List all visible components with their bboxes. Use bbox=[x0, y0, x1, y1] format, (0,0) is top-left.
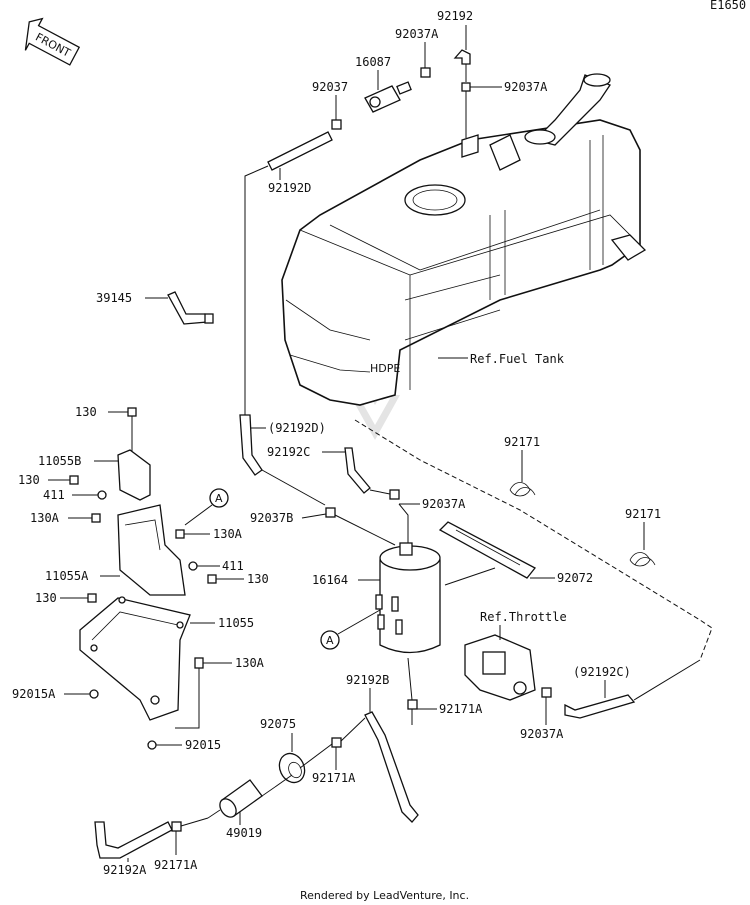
clamp-92171A-3 bbox=[171, 821, 182, 832]
throttle-body bbox=[464, 634, 536, 701]
callout-92015: 92015 bbox=[185, 738, 221, 752]
ref-marker-a-2: A bbox=[320, 630, 340, 650]
clamp-92037-top bbox=[331, 119, 342, 130]
clamp-92037A-bottom bbox=[541, 687, 552, 698]
clamp-92171A-1 bbox=[407, 699, 418, 710]
valve-16087 bbox=[364, 81, 412, 113]
callout-92192D: 92192D bbox=[268, 181, 311, 195]
callout-92192A: 92192A bbox=[103, 863, 147, 877]
hose-92192C bbox=[344, 447, 371, 494]
callout-92072: 92072 bbox=[557, 571, 593, 585]
callout-130A-1: 130A bbox=[30, 511, 60, 525]
clamp-92037B bbox=[325, 507, 336, 518]
callout-92015A: 92015A bbox=[12, 687, 56, 701]
hose-92192D-lower bbox=[239, 414, 263, 476]
bolt-130-1 bbox=[127, 407, 137, 417]
callout-49019: 49019 bbox=[226, 826, 262, 840]
bracket-92072 bbox=[438, 521, 536, 579]
bolt-130-2 bbox=[69, 475, 79, 485]
clamp-92171A-2 bbox=[331, 737, 342, 748]
callout-16087: 16087 bbox=[355, 55, 391, 69]
ref-marker-a-1: A bbox=[209, 488, 229, 508]
fuel-tank: HDPE bbox=[281, 73, 647, 406]
callout-92171A-1: 92171A bbox=[439, 702, 483, 716]
grommet-92015A bbox=[89, 689, 99, 699]
callout-92192D-paren: (92192D) bbox=[268, 421, 326, 435]
bracket-11055B bbox=[117, 449, 151, 501]
diagram-code: E1650 bbox=[710, 0, 746, 12]
footer-credit: Rendered by LeadVenture, Inc. bbox=[300, 889, 469, 902]
bracket-11055 bbox=[79, 597, 191, 721]
callout-130-4: 130 bbox=[35, 591, 57, 605]
bolt-130A-3 bbox=[194, 657, 204, 669]
bolt-130-4 bbox=[87, 593, 97, 603]
callout-130-1: 130 bbox=[75, 405, 97, 419]
callout-130A-3: 130A bbox=[235, 656, 265, 670]
callout-16164: 16164 bbox=[312, 573, 348, 587]
callout-411-1: 411 bbox=[43, 488, 65, 502]
callout-11055B: 11055B bbox=[38, 454, 81, 468]
clamp-92037A-right bbox=[461, 82, 471, 92]
washer-411-2 bbox=[188, 561, 198, 571]
filter-49019 bbox=[207, 779, 276, 819]
callout-39145: 39145 bbox=[96, 291, 132, 305]
callout-130A-2: 130A bbox=[213, 527, 243, 541]
damper-92075 bbox=[278, 752, 306, 784]
bolt-130A-2 bbox=[175, 529, 185, 539]
callout-92037A-right: 92037A bbox=[504, 80, 548, 94]
clamp-92037A-mid bbox=[389, 489, 400, 500]
bracket-11055A bbox=[117, 504, 186, 596]
svg-text:A: A bbox=[215, 492, 223, 505]
callout-92171-a: 92171 bbox=[504, 435, 540, 449]
hose-92192C-lower bbox=[564, 694, 636, 719]
clamp-92037A-top bbox=[420, 67, 431, 78]
callout-92075: 92075 bbox=[260, 717, 296, 731]
svg-text:HDPE: HDPE bbox=[370, 362, 400, 375]
callout-92037A-mid: 92037A bbox=[422, 497, 466, 511]
callout-92192C: 92192C bbox=[267, 445, 310, 459]
callout-130-3: 130 bbox=[247, 572, 269, 586]
callout-92037-top: 92037 bbox=[312, 80, 348, 94]
callout-92171A-3: 92171A bbox=[154, 858, 198, 872]
clip-92171-a bbox=[509, 482, 536, 497]
callout-130-2: 130 bbox=[18, 473, 40, 487]
hose-92192 bbox=[453, 49, 471, 65]
ref-fuel-tank-label: Ref.Fuel Tank bbox=[470, 352, 565, 366]
clip-92171-b bbox=[629, 552, 656, 567]
bolt-130A-1 bbox=[91, 513, 101, 523]
grommet-92015 bbox=[147, 740, 157, 750]
callout-11055A: 11055A bbox=[45, 569, 89, 583]
hose-92192D bbox=[267, 131, 333, 171]
callout-411-2: 411 bbox=[222, 559, 244, 573]
canister-16164 bbox=[375, 542, 441, 654]
callout-92037A-top: 92037A bbox=[395, 27, 439, 41]
svg-text:A: A bbox=[326, 634, 334, 647]
callout-92171-b: 92171 bbox=[625, 507, 661, 521]
ref-throttle-label: Ref.Throttle bbox=[480, 610, 567, 624]
hose-92192B bbox=[364, 711, 419, 823]
callout-92192B: 92192B bbox=[346, 673, 389, 687]
callout-92192-top: 92192 bbox=[437, 9, 473, 23]
hose-92192A bbox=[94, 821, 173, 859]
hose-39145 bbox=[167, 291, 208, 325]
callout-92171A-2: 92171A bbox=[312, 771, 356, 785]
washer-411-1 bbox=[97, 490, 107, 500]
callout-92192C-paren: (92192C) bbox=[573, 665, 631, 679]
callout-11055: 11055 bbox=[218, 616, 254, 630]
bolt-130-3 bbox=[207, 574, 217, 584]
front-arrow-icon: FRONT bbox=[24, 17, 81, 66]
callout-92037B: 92037B bbox=[250, 511, 293, 525]
callout-92037A-bottom: 92037A bbox=[520, 727, 564, 741]
